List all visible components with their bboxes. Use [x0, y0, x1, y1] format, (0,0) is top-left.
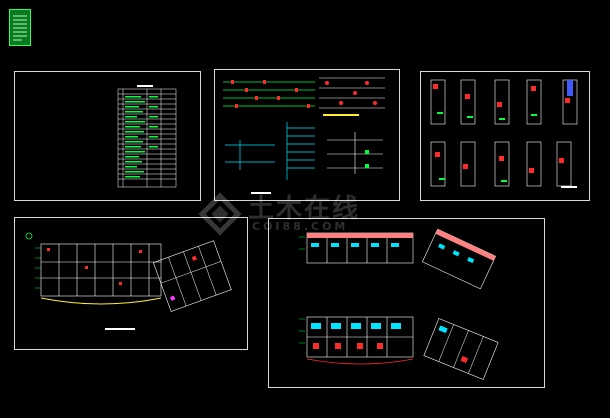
drawing-index-table: [117, 85, 177, 188]
sheet-elevations[interactable]: [268, 218, 545, 388]
sheet-detail-grid[interactable]: [420, 71, 590, 201]
system-diagram-drawing: [223, 77, 385, 194]
floor-plan-drawing: [25, 232, 232, 330]
sheet-drawing-index[interactable]: [14, 71, 201, 201]
detail-grid-drawing: [430, 79, 578, 188]
watermark-latin-text: COI88.COM: [252, 220, 349, 233]
elevation-drawing: [299, 228, 499, 380]
watermark-logo-icon: [198, 192, 242, 236]
legend-card-icon[interactable]: [9, 9, 31, 46]
watermark: 土木在线 COI88.COM: [198, 186, 418, 246]
sheet-system-diagram[interactable]: [214, 69, 400, 201]
sheet-floor-plan[interactable]: [14, 217, 248, 350]
watermark-cn-text: 土木在线: [248, 194, 361, 224]
